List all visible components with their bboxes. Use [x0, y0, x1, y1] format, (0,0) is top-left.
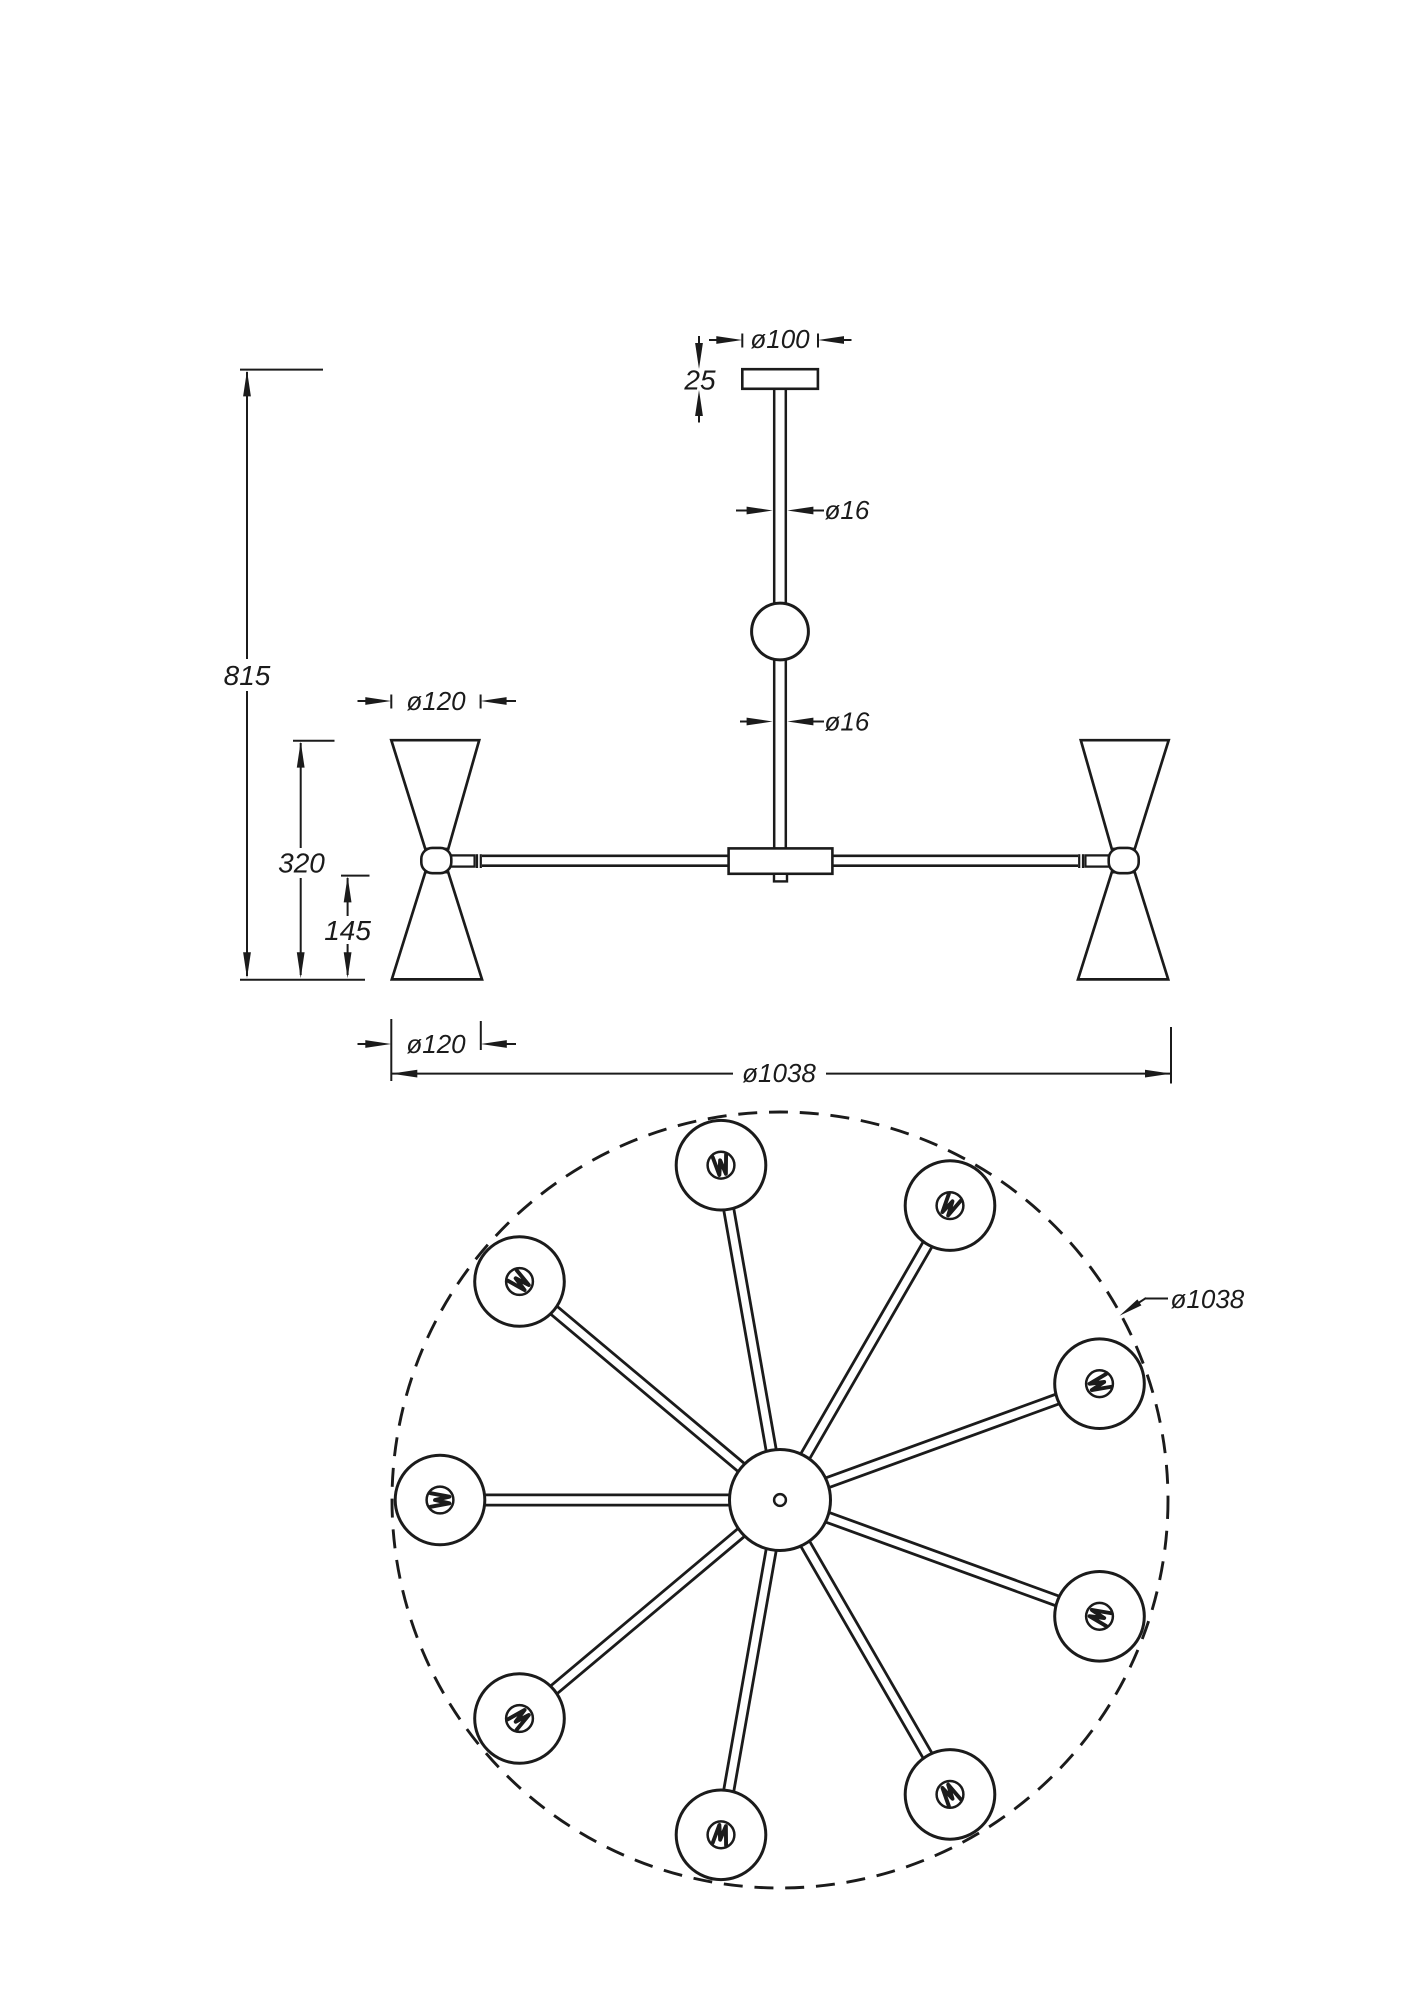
- svg-text:320: 320: [278, 848, 325, 879]
- svg-text:ø120: ø120: [406, 1029, 466, 1059]
- svg-text:ø16: ø16: [825, 706, 870, 736]
- svg-text:ø1038: ø1038: [742, 1058, 816, 1088]
- svg-text:ø1038: ø1038: [1171, 1284, 1245, 1314]
- svg-text:25: 25: [683, 365, 716, 396]
- svg-text:ø120: ø120: [406, 686, 466, 716]
- svg-text:815: 815: [224, 660, 271, 691]
- svg-text:145: 145: [324, 915, 371, 946]
- svg-text:ø16: ø16: [825, 495, 870, 525]
- svg-text:ø100: ø100: [750, 324, 810, 354]
